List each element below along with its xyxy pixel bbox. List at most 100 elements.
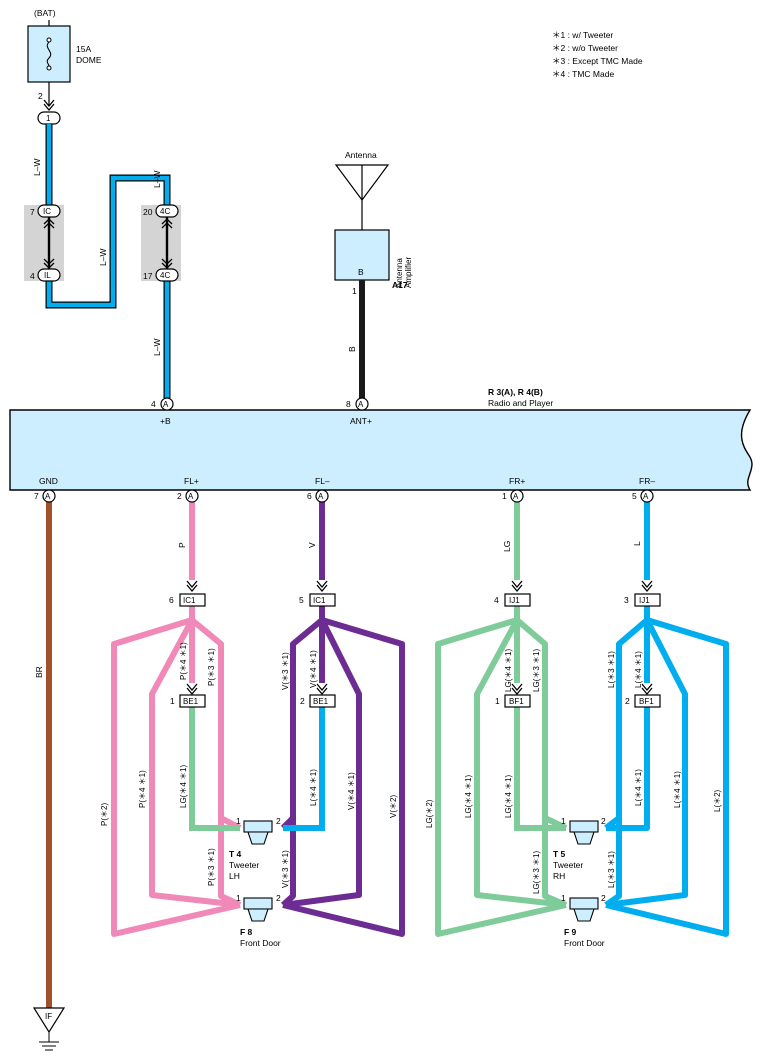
radio-pin-frm-num: 5	[632, 491, 637, 501]
f8-name: Front Door	[240, 938, 281, 948]
radio-label-gnd: GND	[39, 476, 58, 486]
branch-l-star4c: L(＊4 ＊1)	[634, 769, 643, 806]
connector-ij1-b-pin: 3	[624, 595, 629, 605]
connector-ic1-a-pin: 6	[169, 595, 174, 605]
connector-be1-b	[309, 694, 336, 708]
branch-lg-star4: LG(＊4 ＊1)	[504, 649, 513, 692]
branch-l-star4: L(＊4 ＊1)	[634, 651, 643, 688]
wire-label-v: V	[307, 542, 317, 548]
branch-v-star3: V(＊3 ＊1)	[281, 652, 290, 690]
connector-ij1-b	[634, 593, 661, 607]
t4-pin2: 2	[276, 816, 281, 826]
wire-label-lw1: L–W	[32, 159, 42, 176]
radio-pin-frm-conn: A	[643, 492, 649, 501]
t4-pin1: 1	[236, 816, 241, 826]
note-3: ＊3 : Except TMC Made	[552, 56, 643, 66]
junction-1-label: 1	[46, 114, 51, 123]
junction-ic-label: IC	[43, 207, 51, 216]
antenna-name-2: Amplifier	[404, 257, 413, 288]
note-1: ＊1 : w/ Tweeter	[552, 30, 613, 40]
junction-4c-bot-pin: 17	[143, 271, 153, 281]
junction-4c-top-label: 4C	[160, 207, 170, 216]
connector-ij1-b-label: IJ1	[639, 596, 650, 605]
branch-l-star4b: L(＊4 ＊1)	[673, 771, 682, 808]
radio-pin-frm	[640, 489, 654, 503]
connector-bf1-b-pin: 2	[625, 696, 630, 706]
f9-name: Front Door	[564, 938, 605, 948]
t5-side: RH	[553, 871, 565, 881]
antenna-amplifier-box	[334, 229, 390, 281]
wire-label-p: P	[177, 542, 187, 548]
t4-name: Tweeter	[229, 860, 259, 870]
radio-pin-b	[160, 397, 174, 411]
connector-ij1-a	[504, 593, 531, 607]
wire-label-l: L	[632, 541, 642, 546]
branch-v-star2: V(＊2)	[389, 795, 398, 818]
branch-p-star4: P(＊4 ＊1)	[179, 642, 188, 680]
branch-l-star4-left: L(＊4 ＊1)	[309, 769, 318, 806]
connector-be1-b-pin: 2	[300, 696, 305, 706]
junction-il-pin: 4	[30, 271, 35, 281]
t5-code: T 5	[553, 849, 566, 859]
antenna-name-1: Antenna	[395, 258, 404, 288]
connector-ij1-a-pin: 4	[494, 595, 499, 605]
branch-l-star3: L(＊3 ＊1)	[607, 651, 616, 688]
radio-pin-flp	[185, 489, 199, 503]
fuse-source: (BAT)	[34, 8, 56, 18]
connector-bf1-b	[634, 694, 661, 708]
wire-v	[280, 502, 405, 937]
radio-box	[9, 409, 753, 491]
radio-pin-frp-conn: A	[513, 492, 519, 501]
radio-pin-frp	[510, 489, 524, 503]
branch-lg-star2: LG(＊2)	[425, 799, 434, 828]
antenna-icon	[334, 164, 390, 230]
wire-l-left	[283, 707, 325, 831]
radio-label-frm: FR–	[639, 476, 655, 486]
radio-pin-ant	[355, 397, 369, 411]
wire-p	[111, 502, 242, 937]
wire-lg-left	[189, 707, 240, 831]
junction-block-right	[141, 205, 181, 281]
wire-lg	[435, 502, 568, 937]
branch-l-star3b: L(＊3 ＊1)	[607, 851, 616, 888]
radio-pin-flm-num: 6	[307, 491, 312, 501]
ground-junction	[32, 1007, 66, 1034]
antenna-pin-letter: B	[358, 267, 364, 277]
connector-ic1-b	[309, 593, 336, 607]
junction-ic-pin: 7	[30, 207, 35, 217]
junction-4c-bot-label: 4C	[160, 271, 170, 280]
junction-block-left	[24, 205, 64, 281]
speaker-icon	[243, 820, 273, 845]
branch-v-star4b: V(＊4 ＊1)	[347, 772, 356, 810]
branch-lg-star4c: LG(＊4 ＊1)	[504, 775, 513, 818]
connector-ic1-b-pin: 5	[299, 595, 304, 605]
t4-code: T 4	[229, 849, 242, 859]
radio-pin-frp-num: 1	[502, 491, 507, 501]
fuse-rating: 15A	[76, 44, 91, 54]
radio-pin-gnd-conn: A	[45, 492, 51, 501]
junction-il	[37, 268, 61, 282]
antenna-pin-num: 1	[352, 286, 357, 296]
connector-be1-a-pin: 1	[170, 696, 175, 706]
f8-pin2: 2	[276, 893, 281, 903]
branch-v-star4: V(＊4 ＊1)	[309, 650, 318, 688]
radio-pin-gnd-num: 7	[34, 491, 39, 501]
t5-pin1: 1	[561, 816, 566, 826]
connector-ic1-b-label: IC1	[313, 596, 326, 605]
radio-pin-flp-num: 2	[177, 491, 182, 501]
radio-pin-flm	[315, 489, 329, 503]
radio-pin-gnd	[42, 489, 56, 503]
branch-p-star4b: P(＊4 ＊1)	[138, 770, 147, 808]
branch-l-star2: L(＊2)	[713, 789, 722, 812]
radio-pin-b-label: +B	[160, 416, 171, 426]
branch-p-star3: P(＊3 ＊1)	[207, 648, 216, 686]
radio-pin-ant-conn: A	[358, 400, 364, 409]
radio-pin-flp-conn: A	[188, 492, 194, 501]
t5-pin2: 2	[601, 816, 606, 826]
branch-lg-star3b: LG(＊3 ＊1)	[532, 851, 541, 894]
junction-ic	[37, 204, 61, 218]
connector-bf1-a-label: BF1	[509, 697, 524, 706]
junction-4c-bot	[155, 268, 179, 282]
branch-lg-star3: LG(＊3 ＊1)	[532, 649, 541, 692]
